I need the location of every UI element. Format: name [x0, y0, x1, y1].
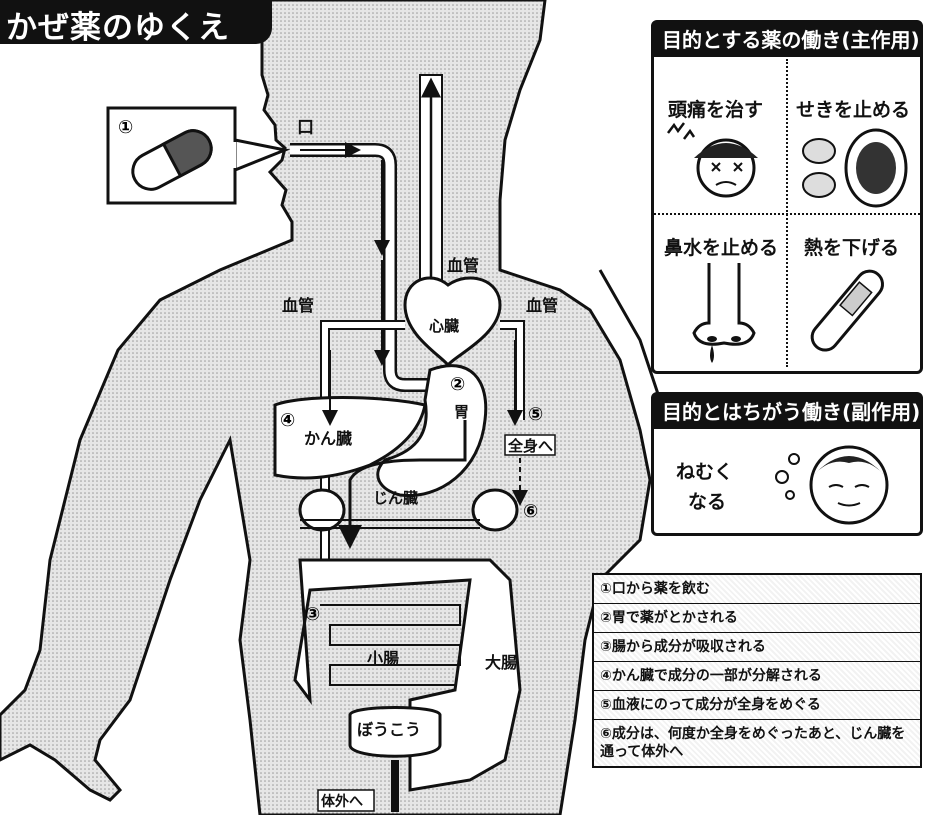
headache-face-icon	[668, 123, 758, 196]
side-effects-panel: 目的とはちがう働き(副作用) ねむく なる	[651, 392, 923, 536]
step-2: ②胃で薬がとかされる	[594, 604, 920, 633]
label-stomach: 胃	[454, 403, 469, 421]
step-5: ⑤血液にのって成分が全身をめぐる	[594, 691, 920, 720]
marker-3: ③	[305, 604, 320, 625]
main-effects-panel: 目的とする薬の働き(主作用) 頭痛を治す せきを止める 鼻水を止める 熱を下げる	[651, 20, 923, 374]
step-3: ③腸から成分が吸収される	[594, 633, 920, 662]
label-blood-vessel-right: 血管	[526, 296, 558, 315]
step-4: ④かん臓で成分の一部が分解される	[594, 662, 920, 691]
effect-illustrations	[654, 23, 920, 371]
label-heart: 心臓	[429, 317, 459, 335]
cough-mouth-icon	[803, 130, 906, 206]
marker-5: ⑤	[528, 404, 543, 425]
label-small-intestine: 小腸	[367, 649, 399, 668]
label-outside: 体外へ	[321, 793, 363, 810]
label-bladder: ぼうこう	[357, 720, 421, 739]
thermometer-icon	[807, 266, 888, 355]
step-6: ⑥成分は、何度か全身をめぐったあと、じん臓を通って体外へ	[594, 720, 920, 766]
sleepy-face-icon	[776, 447, 887, 523]
marker-4: ④	[280, 410, 295, 431]
steps-legend: ①口から薬を飲む ②胃で薬がとかされる ③腸から成分が吸収される ④かん臓で成分…	[592, 573, 922, 768]
label-kidney: じん臓	[373, 489, 418, 507]
marker-6: ⑥	[523, 501, 538, 522]
nose-icon	[694, 263, 754, 363]
sleepy-face-illustration	[654, 395, 920, 533]
step-1: ①口から薬を飲む	[594, 575, 920, 604]
kidney-left	[300, 490, 344, 530]
label-large-intestine: 大腸	[485, 653, 517, 672]
label-blood-vessel-left: 血管	[282, 296, 314, 315]
label-whole-body: 全身へ	[507, 437, 553, 455]
kidney-right	[473, 490, 517, 530]
title-bar: かぜ薬のゆくえ	[0, 0, 272, 44]
page-title: かぜ薬のゆくえ	[6, 2, 230, 47]
marker-1: ①	[118, 117, 133, 138]
label-liver: かん臓	[304, 429, 352, 448]
label-mouth: 口	[297, 118, 314, 138]
label-blood-vessel-top: 血管	[447, 256, 479, 275]
marker-2: ②	[450, 374, 465, 395]
